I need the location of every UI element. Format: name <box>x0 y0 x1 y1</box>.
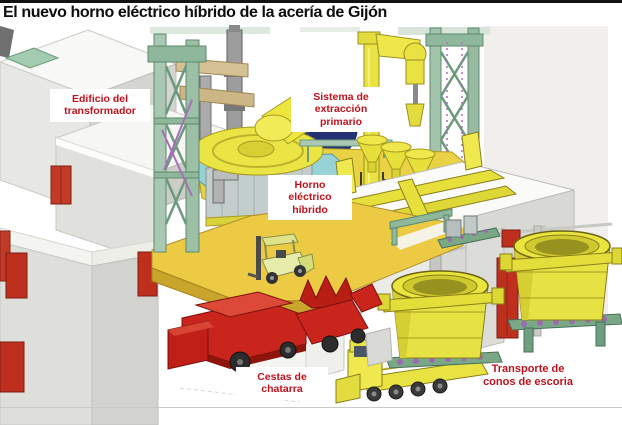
label-hybrid-furnace: Horno eléctrico híbrido <box>268 175 352 221</box>
forklift <box>247 233 315 284</box>
slag-pot-far <box>499 230 622 353</box>
label-line: eléctrico <box>288 191 332 204</box>
label-line: Transporte de <box>491 363 565 375</box>
label-line: chatarra <box>261 383 303 396</box>
transformer-cabinet <box>50 165 72 205</box>
label-line: Sistema de <box>313 91 369 103</box>
teal-roof-slab <box>4 47 60 69</box>
hopper-funnel <box>380 141 412 180</box>
overhead-structures <box>0 26 490 58</box>
label-line: Cestas de <box>257 371 307 383</box>
label-primary-extraction: Sistema de extracción primario <box>291 87 391 133</box>
label-scrap-baskets: Cestas de chatarra <box>236 367 328 400</box>
label-line: híbrido <box>292 203 328 216</box>
lower-pillars <box>0 227 159 425</box>
roller-line-right <box>389 208 521 249</box>
bottom-rule <box>0 407 622 408</box>
page-title: El nuevo horno eléctrico híbrido de la a… <box>3 4 387 21</box>
label-line: Edificio del <box>71 93 128 105</box>
label-line: transformador <box>64 105 136 118</box>
label-line: Horno <box>294 179 326 191</box>
label-line: extracción <box>314 103 368 116</box>
scrap-basket-trucks <box>167 274 393 373</box>
red-wall-panels <box>0 230 158 393</box>
label-transformer-building: Edificio del transformador <box>50 89 150 122</box>
slag-pot-near <box>377 270 505 369</box>
label-line: primario <box>319 115 362 128</box>
top-rule <box>0 0 622 3</box>
label-slag-cone-transport: Transporte de conos de escoria <box>458 359 598 393</box>
hopper-funnel <box>356 134 388 173</box>
label-line: conos de escoria <box>483 375 573 388</box>
gantry-tower-left <box>147 33 207 253</box>
